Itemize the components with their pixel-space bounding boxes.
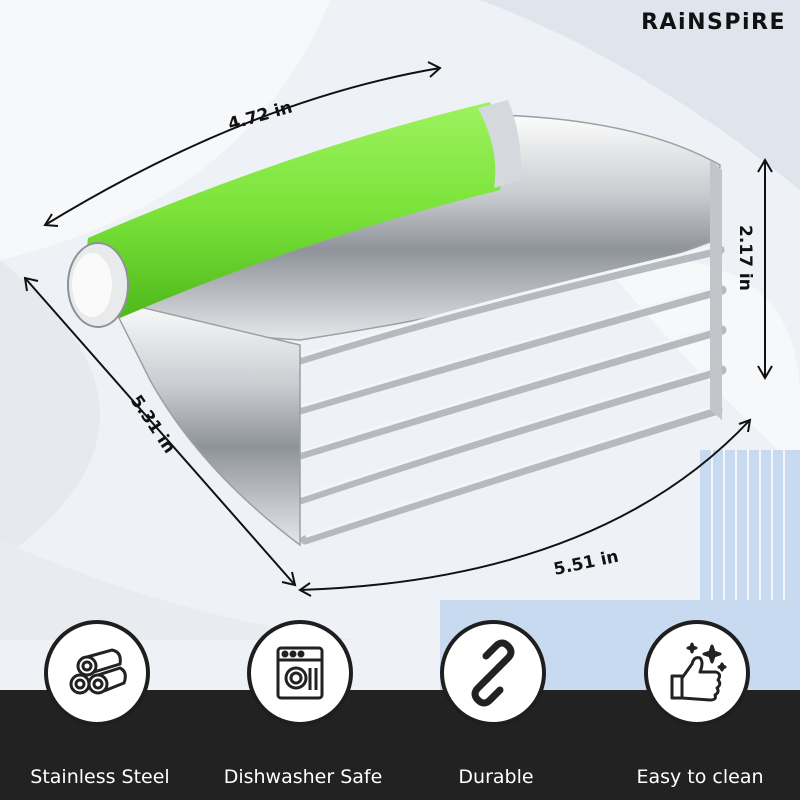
- feature-icon-circle: [44, 620, 150, 726]
- dimension-lines: [23, 61, 773, 597]
- steel-side-plate: [108, 298, 301, 547]
- feature-label: Stainless Steel: [30, 766, 170, 788]
- thumbs-up-sparkle-icon: [670, 642, 727, 702]
- blades: [295, 245, 727, 545]
- dishwasher-icon: [276, 646, 324, 700]
- feature-icon-circle: [247, 620, 353, 726]
- green-handle: [86, 102, 503, 318]
- dimension-handle-length: 4.72 in: [226, 97, 295, 134]
- feature-durable: Durable: [396, 620, 596, 800]
- feature-label: Dishwasher Safe: [223, 766, 383, 788]
- feature-icon-circle: [644, 620, 750, 726]
- feature-stainless-steel: Stainless Steel: [0, 620, 200, 800]
- feature-icon-circle: [440, 620, 546, 726]
- brand-logo: RAiNSPiRE: [641, 10, 786, 35]
- dimension-height: 2.17 in: [735, 225, 755, 291]
- feature-label: Durable: [458, 766, 534, 788]
- steel-tubes-icon: [69, 648, 127, 695]
- feature-label: Easy to clean: [636, 766, 764, 788]
- chain-link-icon: [471, 639, 515, 707]
- pastry-blender-illustration: 4.72 in 2.17 in 5.31 in 5.51 in: [23, 61, 773, 597]
- dimension-width: 5.51 in: [552, 547, 621, 580]
- feature-easy-to-clean: Easy to clean: [600, 620, 800, 800]
- feature-dishwasher-safe: Dishwasher Safe: [203, 620, 403, 800]
